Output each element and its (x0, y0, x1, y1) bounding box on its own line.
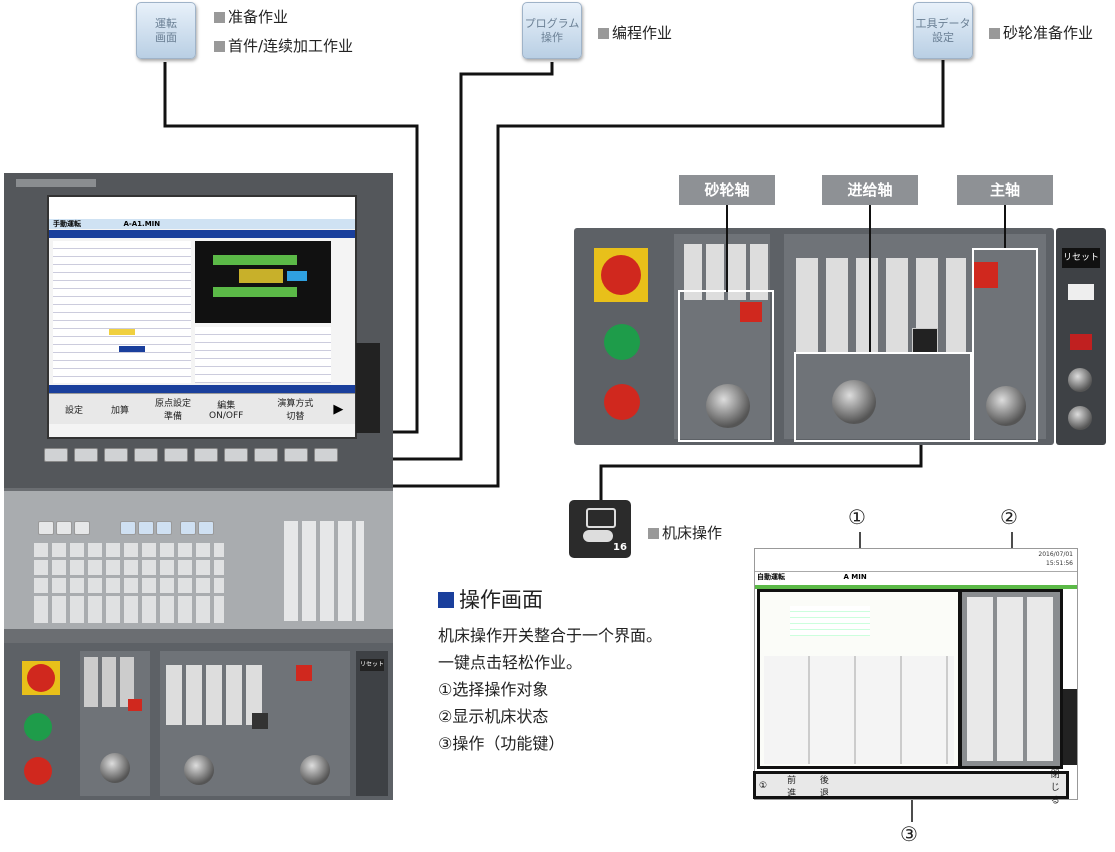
machine-op-icon[interactable]: 16 (569, 500, 631, 558)
wheel-red-key[interactable] (740, 302, 762, 322)
tag-spindle: 主轴 (957, 175, 1053, 205)
callout-3: ③ (900, 822, 918, 846)
caption-wheel-prep: 砂轮准备作业 (989, 22, 1093, 43)
tool-data-key-icon[interactable]: 工具データ 設定 (913, 2, 973, 59)
machine-op-key-small[interactable] (252, 713, 268, 729)
estop-small[interactable] (22, 661, 60, 695)
screen-time: 15:51:56 (1046, 560, 1073, 567)
section-description: 机床操作开关整合于一个界面。 一键点击轻松作业。 ①选择操作对象 ②显示机床状态… (438, 626, 663, 753)
brand-logo (16, 179, 96, 187)
select-target-highlight (757, 589, 961, 769)
feed-axis-knob[interactable] (832, 380, 876, 424)
op-fkey-close[interactable]: 閉じる (1050, 769, 1060, 806)
fkey-highlight (753, 771, 1069, 799)
callout-1: ① (848, 505, 866, 529)
green-button-large[interactable] (604, 324, 640, 360)
spindle-knob[interactable] (986, 386, 1026, 426)
next-arrow-icon[interactable]: ▶ (333, 401, 344, 417)
fkey-bar: 設定 加算 原点設定 準備 編集 ON/OFF 演算方式 切替 ▶ (49, 393, 355, 424)
key-switch-2[interactable] (1068, 406, 1092, 430)
blue-field (119, 346, 145, 352)
red-button-small[interactable] (24, 757, 52, 785)
machine-op-key[interactable] (912, 328, 938, 354)
op-fkey-back[interactable]: 後退 (819, 776, 829, 799)
info-icon: ① (759, 781, 768, 791)
feed-knob-small[interactable] (184, 755, 214, 785)
keyboard (4, 491, 393, 629)
lower-panel: リセット (4, 643, 393, 800)
machine-op-number: 16 (613, 542, 627, 553)
op-screen-program: A MIN (843, 573, 867, 581)
white-key[interactable] (1068, 284, 1094, 300)
key-switch-panel: リセット (1056, 228, 1106, 445)
green-button-small[interactable] (24, 713, 52, 741)
wheel-axis-knob[interactable] (706, 384, 750, 428)
feed-axis-highlight (794, 352, 972, 442)
hand-icon (583, 530, 613, 542)
red-key-small[interactable] (128, 699, 142, 711)
tag-wheel-axis: 砂轮轴 (679, 175, 775, 205)
tag-feed-axis: 进给轴 (822, 175, 918, 205)
fkey-settings[interactable]: 設定 (65, 405, 84, 416)
spindle-knob-small[interactable] (300, 755, 330, 785)
op-fkey-bar: ① 前進 後退 閉じる (755, 770, 1067, 806)
screen-mode: 手動運転 (53, 220, 81, 228)
cnc-screen: 手動運転 A-A1.MIN 設定 加算 原点設定 準備 編集 ON/OFF 演算… (47, 195, 357, 439)
spindle-highlight (972, 248, 1038, 442)
section-title: 操作画面 (438, 584, 543, 614)
caption-programming: 编程作业 (598, 22, 672, 43)
status-area (961, 591, 1061, 767)
fkey-add[interactable]: 加算 (111, 405, 130, 416)
caption-machine-op: 机床操作 (648, 522, 722, 543)
op-fkey-forward[interactable]: 前進 (787, 776, 797, 799)
fkey-calc[interactable]: 演算方式 切替 (277, 399, 314, 422)
yellow-field (109, 329, 135, 335)
estop-large[interactable] (594, 248, 648, 302)
op-screen-mode: 自動運転 (757, 573, 785, 581)
spindle-red-key[interactable] (972, 262, 998, 288)
fkey-edit[interactable]: 編集 ON/OFF (209, 400, 244, 421)
side-icon-column (356, 343, 380, 433)
callout-2: ② (1000, 505, 1018, 529)
cnc-console: 手動運転 A-A1.MIN 設定 加算 原点設定 準備 編集 ON/OFF 演算… (4, 173, 393, 800)
reset-key-small[interactable]: リセット (360, 659, 384, 671)
program-op-key-icon[interactable]: プログラム 操作 (522, 2, 582, 59)
operation-screen: 2016/07/01 15:51:56 自動運転 A MIN ① 前進 後退 閉… (753, 548, 1078, 806)
status-highlight (959, 589, 1063, 769)
run-screen-key-icon[interactable]: 運転 画面 (136, 2, 196, 59)
red-button-large[interactable] (604, 384, 640, 420)
red-key-spindle-small[interactable] (296, 665, 312, 681)
operator-panel-large (574, 228, 1054, 445)
caption-first-piece: 首件/连续加工作业 (214, 35, 353, 56)
wheel-knob-small[interactable] (100, 753, 130, 783)
key-switch-1[interactable] (1068, 368, 1092, 392)
fkey-origin[interactable]: 原点設定 準備 (155, 399, 192, 422)
screen-program: A-A1.MIN (123, 220, 161, 228)
caption-prep: 准备作业 (214, 6, 288, 27)
screen-date: 2016/07/01 (1038, 551, 1073, 558)
selection-area[interactable] (759, 591, 961, 769)
red-toggle[interactable] (1070, 334, 1092, 350)
wheel-graphic (195, 241, 331, 323)
reset-key-large[interactable]: リセット (1062, 248, 1100, 268)
